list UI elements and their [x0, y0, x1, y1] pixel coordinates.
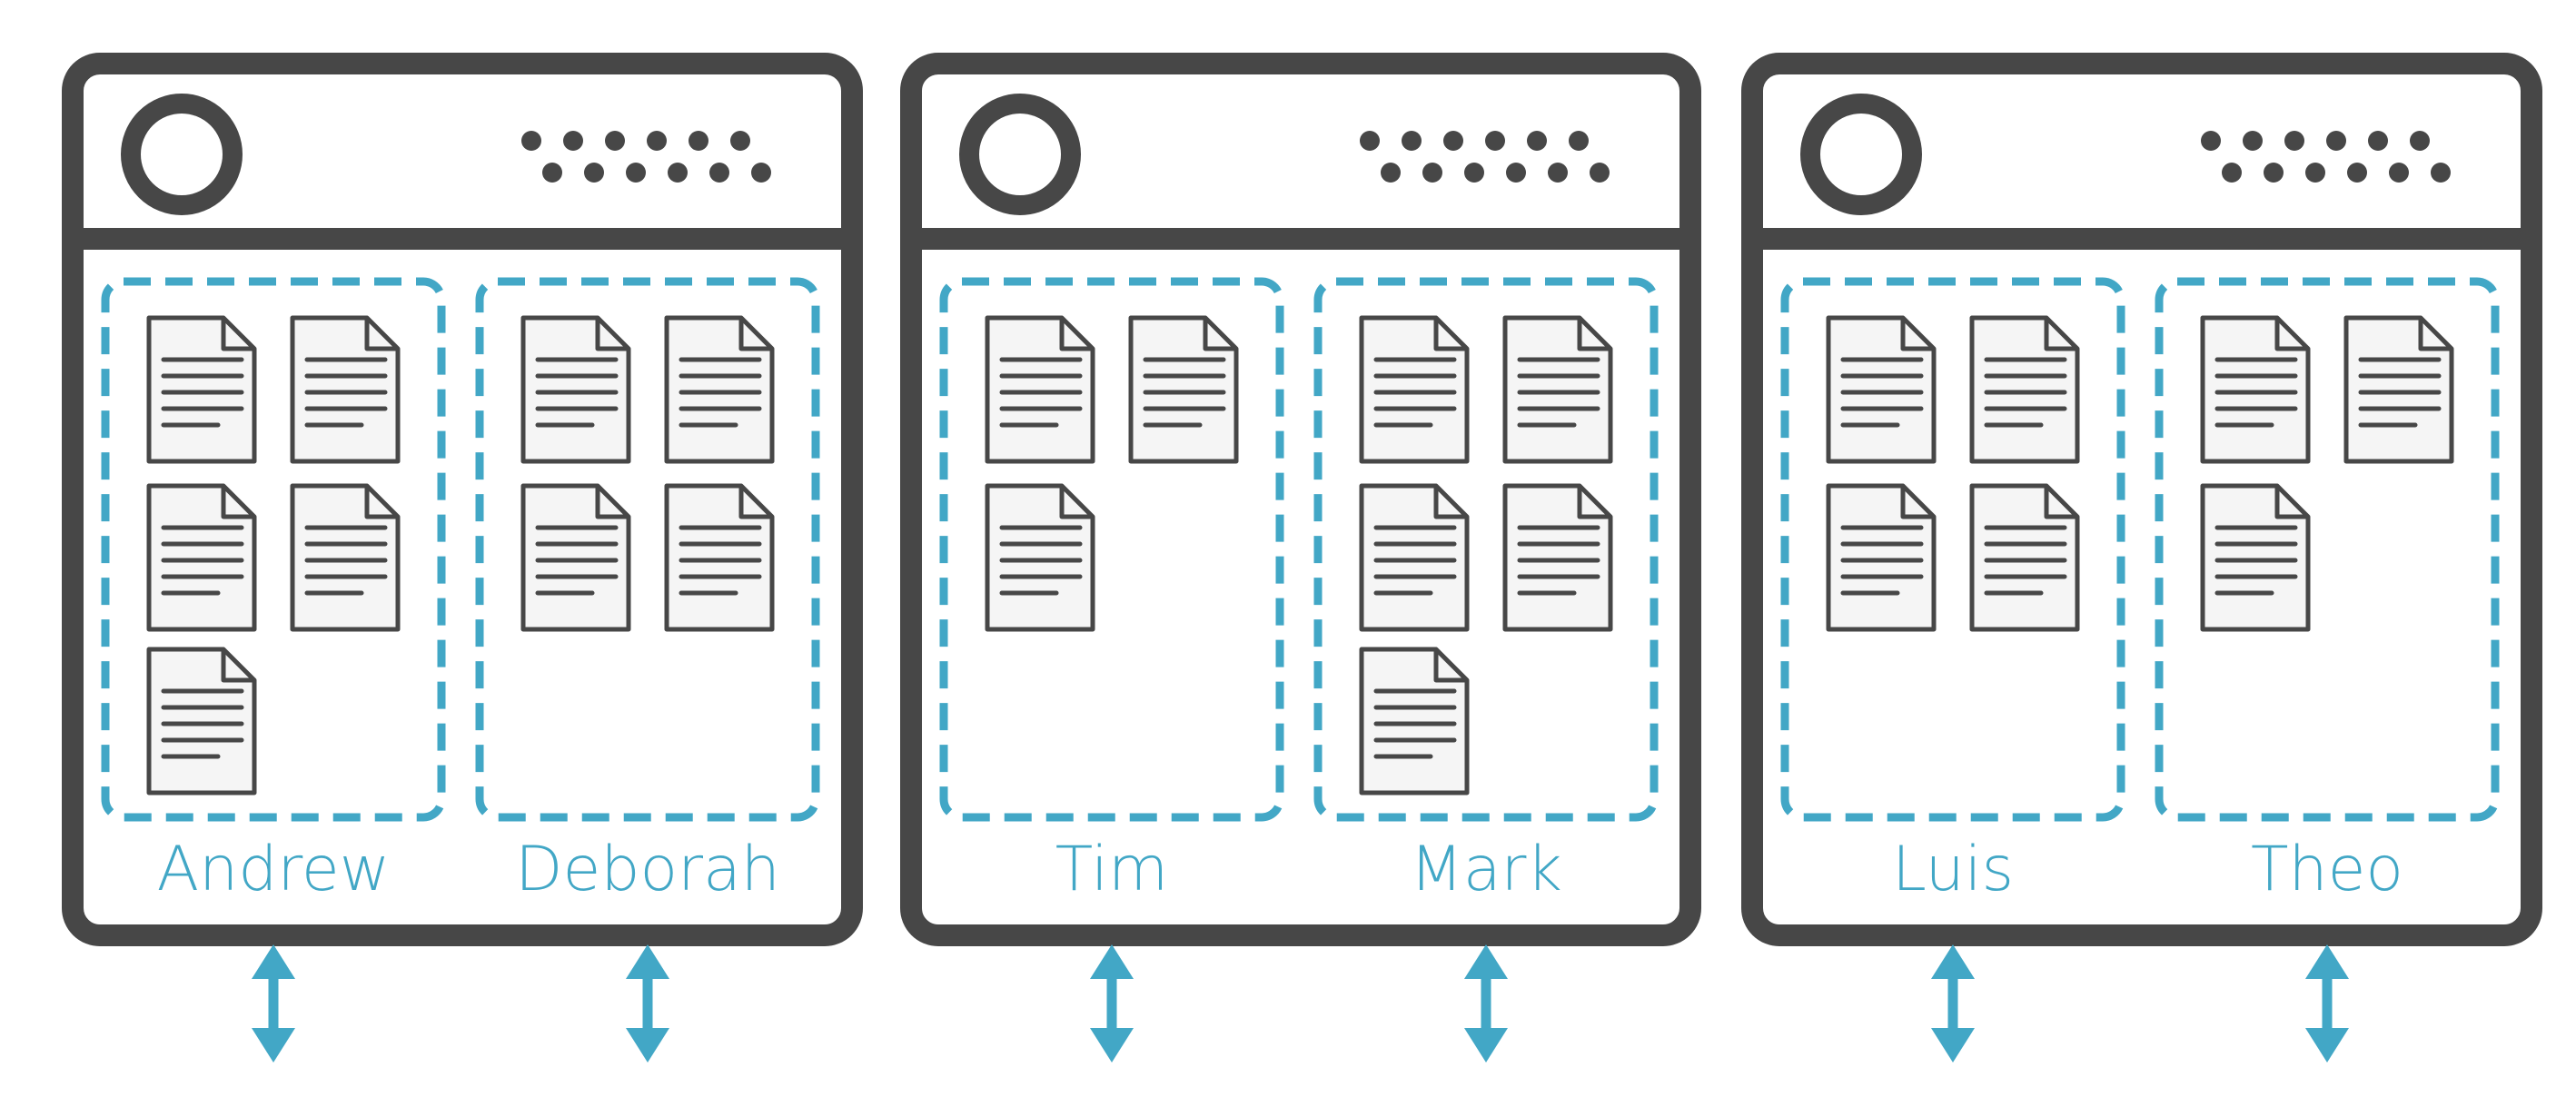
document-icon [1826, 315, 1937, 464]
partition-boundary [475, 277, 820, 822]
user-partition-luis: Luis [1780, 277, 2125, 905]
document-icon [1502, 483, 1613, 632]
document-icon [1969, 315, 2080, 464]
server-vent-dots-icon [521, 131, 771, 183]
document-icon [2200, 315, 2311, 464]
user-partition-theo: Theo [2155, 277, 2500, 905]
server-2: Tim Mark [900, 53, 1701, 946]
user-name-label: Mark [1410, 834, 1562, 905]
bidirectional-arrow-icon [252, 944, 295, 1062]
document-icon [146, 315, 257, 464]
document-icon [664, 483, 775, 632]
user-name-label: Andrew [157, 834, 391, 905]
document-icon [1359, 647, 1470, 796]
server-3: Luis Theo [1741, 53, 2542, 946]
document-icon [1969, 483, 2080, 632]
partition-boundary [101, 277, 446, 822]
document-icon [1502, 315, 1613, 464]
document-icon [1359, 483, 1470, 632]
partition-boundary [939, 277, 1284, 822]
document-icon [2200, 483, 2311, 632]
user-name-label: Theo [2251, 834, 2403, 905]
bidirectional-arrow-icon [2305, 944, 2349, 1062]
document-icon [1128, 315, 1239, 464]
document-icon [2343, 315, 2454, 464]
user-name-label: Deborah [515, 834, 780, 905]
user-partition-mark: Mark [1313, 277, 1659, 905]
document-icon [1359, 315, 1470, 464]
user-name-label: Luis [1892, 834, 2014, 905]
document-icon [290, 315, 401, 464]
user-partition-tim: Tim [939, 277, 1284, 905]
bidirectional-arrow-icon [1931, 944, 1975, 1062]
server-1: Andrew Deborah [62, 53, 863, 946]
document-icon [664, 315, 775, 464]
server-vent-dots-icon [2201, 131, 2451, 183]
document-icon [985, 315, 1095, 464]
server-status-circle-icon [959, 94, 1081, 215]
server-status-circle-icon [121, 94, 243, 215]
partition-boundary [2155, 277, 2500, 822]
document-icon [520, 315, 631, 464]
partition-boundary [1780, 277, 2125, 822]
user-partition-deborah: Deborah [475, 277, 820, 905]
server-vent-dots-icon [1360, 131, 1610, 183]
server-status-circle-icon [1800, 94, 1922, 215]
document-icon [146, 483, 257, 632]
document-icon [290, 483, 401, 632]
document-icon [985, 483, 1095, 632]
document-icon [520, 483, 631, 632]
user-partition-andrew: Andrew [101, 277, 446, 905]
bidirectional-arrow-icon [1090, 944, 1134, 1062]
bidirectional-arrow-icon [626, 944, 669, 1062]
document-icon [146, 647, 257, 796]
document-icon [1826, 483, 1937, 632]
bidirectional-arrow-icon [1464, 944, 1508, 1062]
user-name-label: Tim [1055, 834, 1169, 905]
partition-boundary [1313, 277, 1659, 822]
